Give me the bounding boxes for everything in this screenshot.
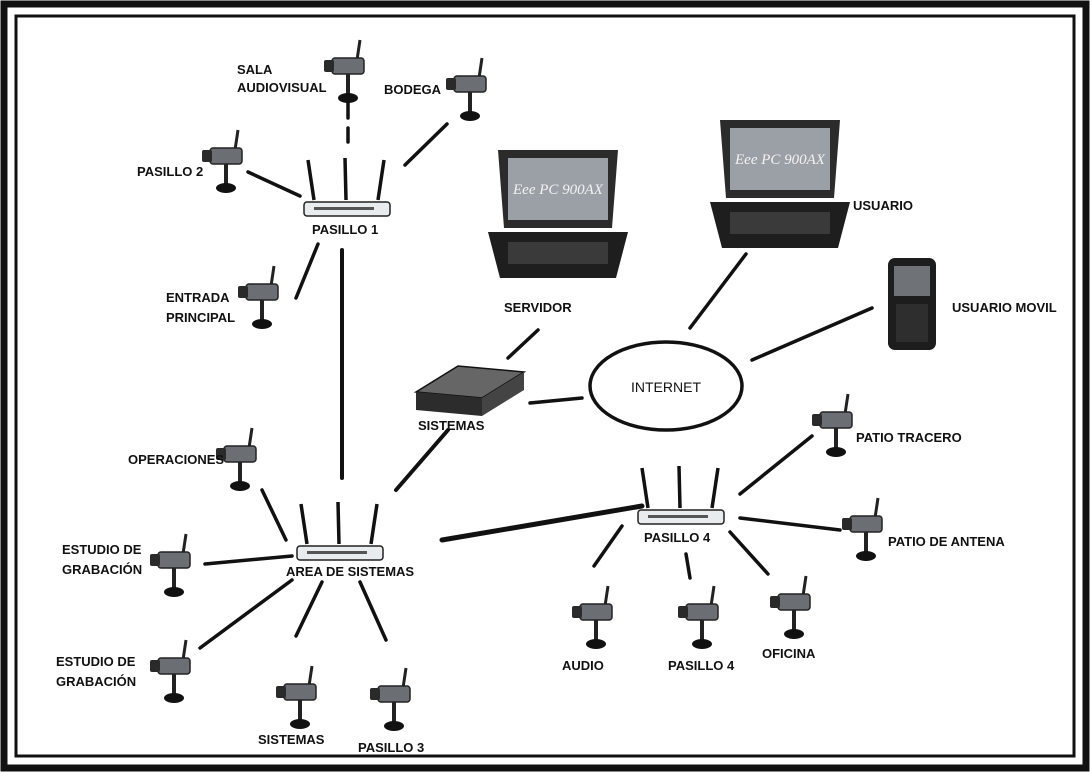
label-estudio-1-line2: GRABACIÓN xyxy=(62,562,142,577)
camera-patio-antena xyxy=(840,496,884,563)
label-entrada: ENTRADA xyxy=(166,290,230,305)
internet-cloud xyxy=(588,340,744,432)
camera-pasillo-2 xyxy=(200,128,244,195)
label-estudio-2-line1: ESTUDIO DE xyxy=(56,654,136,669)
label-servidor: SERVIDOR xyxy=(504,300,572,315)
label-router-sistemas: SISTEMAS xyxy=(418,418,485,433)
label-oficina: OFICINA xyxy=(762,646,816,661)
label-pasillo-4-camera: PASILLO 4 xyxy=(668,658,735,673)
laptop-servidor: Eee PC 900AX xyxy=(488,150,628,278)
label-audiovisual: AUDIOVISUAL xyxy=(237,80,327,95)
camera-audio xyxy=(570,584,614,651)
label-operaciones: OPERACIONES xyxy=(128,452,224,467)
label-patio-tracero: PATIO TRACERO xyxy=(856,430,962,445)
router-pasillo-1 xyxy=(302,156,392,218)
label-sistemas-camera: SISTEMAS xyxy=(258,732,325,747)
inner-border xyxy=(14,14,1076,758)
camera-entrada-principal xyxy=(236,264,280,331)
label-estudio-1-line1: ESTUDIO DE xyxy=(62,542,142,557)
camera-pasillo-3 xyxy=(368,666,412,733)
label-pasillo-2: PASILLO 2 xyxy=(137,164,203,179)
label-router-area: AREA DE SISTEMAS xyxy=(286,564,414,579)
camera-patio-tracero xyxy=(810,392,854,459)
camera-estudio-grabacion-1 xyxy=(148,532,192,599)
label-principal: PRINCIPAL xyxy=(166,310,235,325)
laptop-usuario-brand: Eee PC 900AX xyxy=(734,152,826,168)
label-usuario: USUARIO xyxy=(853,198,913,213)
label-router-pasillo-1: PASILLO 1 xyxy=(312,222,378,237)
router-pasillo-4 xyxy=(636,464,726,526)
internet-label: INTERNET xyxy=(631,379,701,395)
mobile-phone-icon xyxy=(888,258,936,350)
camera-pasillo-4 xyxy=(676,584,720,651)
label-router-pasillo-4: PASILLO 4 xyxy=(644,530,711,545)
camera-bodega xyxy=(444,56,488,123)
label-audio: AUDIO xyxy=(562,658,604,673)
label-usuario-movil: USUARIO MOVIL xyxy=(952,300,1057,315)
label-patio-antena: PATIO DE ANTENA xyxy=(888,534,1005,549)
laptop-servidor-brand: Eee PC 900AX xyxy=(512,182,604,198)
laptop-usuario: Eee PC 900AX xyxy=(710,120,850,248)
camera-estudio-grabacion-2 xyxy=(148,638,192,705)
camera-sistemas xyxy=(274,664,318,731)
router-area-sistemas xyxy=(295,500,385,562)
label-estudio-2-line2: GRABACIÓN xyxy=(56,674,136,689)
camera-sala-audiovisual xyxy=(322,38,366,105)
connection-lines xyxy=(198,96,874,650)
label-pasillo-3: PASILLO 3 xyxy=(358,740,424,755)
label-sala: SALA xyxy=(237,62,273,77)
label-bodega: BODEGA xyxy=(384,82,442,97)
camera-oficina xyxy=(768,574,812,641)
sistemas-modem xyxy=(413,365,527,416)
